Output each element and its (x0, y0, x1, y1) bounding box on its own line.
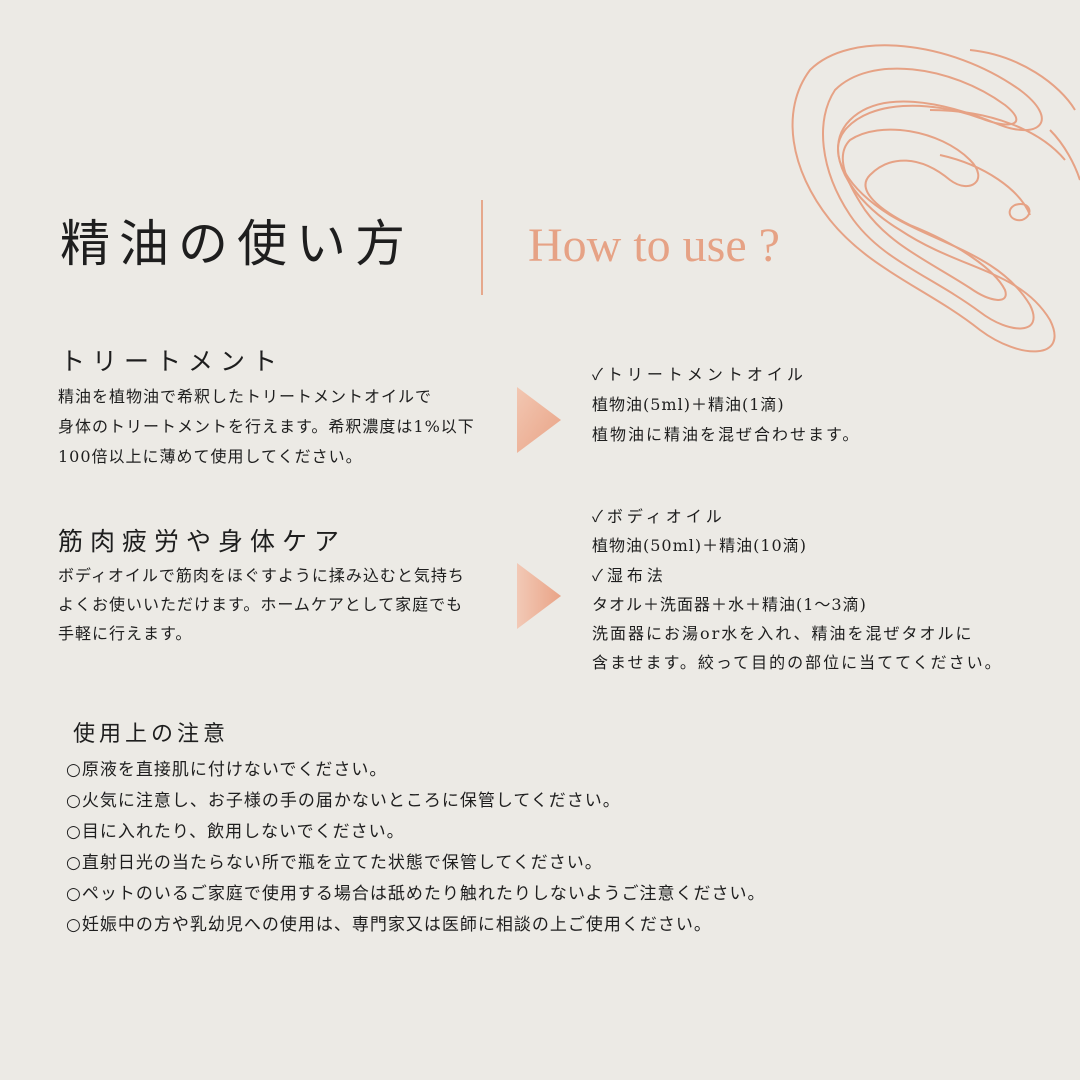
section-heading-treatment: トリートメント (60, 347, 285, 376)
body-line: 精油を植物油で希釈したトリートメントオイルで (58, 387, 433, 406)
body-line: 100倍以上に薄めて使用してください。 (58, 447, 363, 466)
arrow-triangle-icon (517, 563, 561, 629)
section-body-body-care: ボディオイルで筋肉をほぐすように揉み込むと気持ち よくお使いいただけます。ホーム… (58, 561, 465, 648)
note-item: ○ペットのいるご家庭で使用する場合は舐めたり触れたりしないようご注意ください。 (66, 884, 766, 904)
page-title: 精油の使い方 (60, 215, 414, 273)
recipe-line: 植物油(50ml)＋精油(10滴) (592, 536, 807, 556)
note-item: ○火気に注意し、お子様の手の届かないところに保管してください。 (66, 791, 621, 811)
recipe-line: ✓湿布法 (592, 565, 667, 585)
recipe-line: 洗面器にお湯or水を入れ、精油を混ぜタオルに (592, 624, 974, 644)
recipe-line: タオル＋洗面器＋水＋精油(1～3滴) (592, 594, 867, 614)
section-body-treatment: 精油を植物油で希釈したトリートメントオイルで 身体のトリートメントを行えます。希… (58, 382, 475, 472)
body-line: 身体のトリートメントを行えます。希釈濃度は1%以下 (58, 417, 475, 436)
contour-line-decoration (791, 44, 1080, 353)
recipe-body-care: ✓ボディオイル 植物油(50ml)＋精油(10滴) ✓湿布法 タオル＋洗面器＋水… (592, 502, 1003, 678)
body-line: ボディオイルで筋肉をほぐすように揉み込むと気持ち (58, 566, 465, 585)
recipe-line: 植物油に精油を混ぜ合わせます。 (592, 425, 861, 444)
note-item: ○直射日光の当たらない所で瓶を立てた状態で保管してください。 (66, 853, 603, 873)
note-item: ○原液を直接肌に付けないでください。 (66, 760, 388, 780)
note-item: ○妊娠中の方や乳幼児への使用は、専門家又は医師に相談の上ご使用ください。 (66, 915, 712, 935)
notes-list: ○原液を直接肌に付けないでください。 ○火気に注意し、お子様の手の届かないところ… (66, 755, 766, 941)
recipe-line: 植物油(5ml)＋精油(1滴) (592, 395, 785, 414)
recipe-treatment: ✓トリートメントオイル 植物油(5ml)＋精油(1滴) 植物油に精油を混ぜ合わせ… (592, 360, 860, 450)
section-heading-body-care: 筋肉疲労や身体ケア (58, 527, 347, 556)
title-divider (481, 200, 483, 295)
recipe-line: 含ませます。絞って目的の部位に当ててください。 (592, 653, 1003, 673)
notes-heading: 使用上の注意 (73, 722, 230, 747)
note-item: ○目に入れたり、飲用しないでください。 (66, 822, 405, 842)
body-line: よくお使いいただけます。ホームケアとして家庭でも (58, 595, 464, 614)
page-subtitle: How to use ? (528, 219, 780, 272)
recipe-line: ✓トリートメントオイル (592, 365, 807, 384)
recipe-line: ✓ボディオイル (592, 507, 726, 526)
arrow-triangle-icon (517, 387, 561, 453)
body-line: 手軽に行えます。 (58, 624, 193, 643)
